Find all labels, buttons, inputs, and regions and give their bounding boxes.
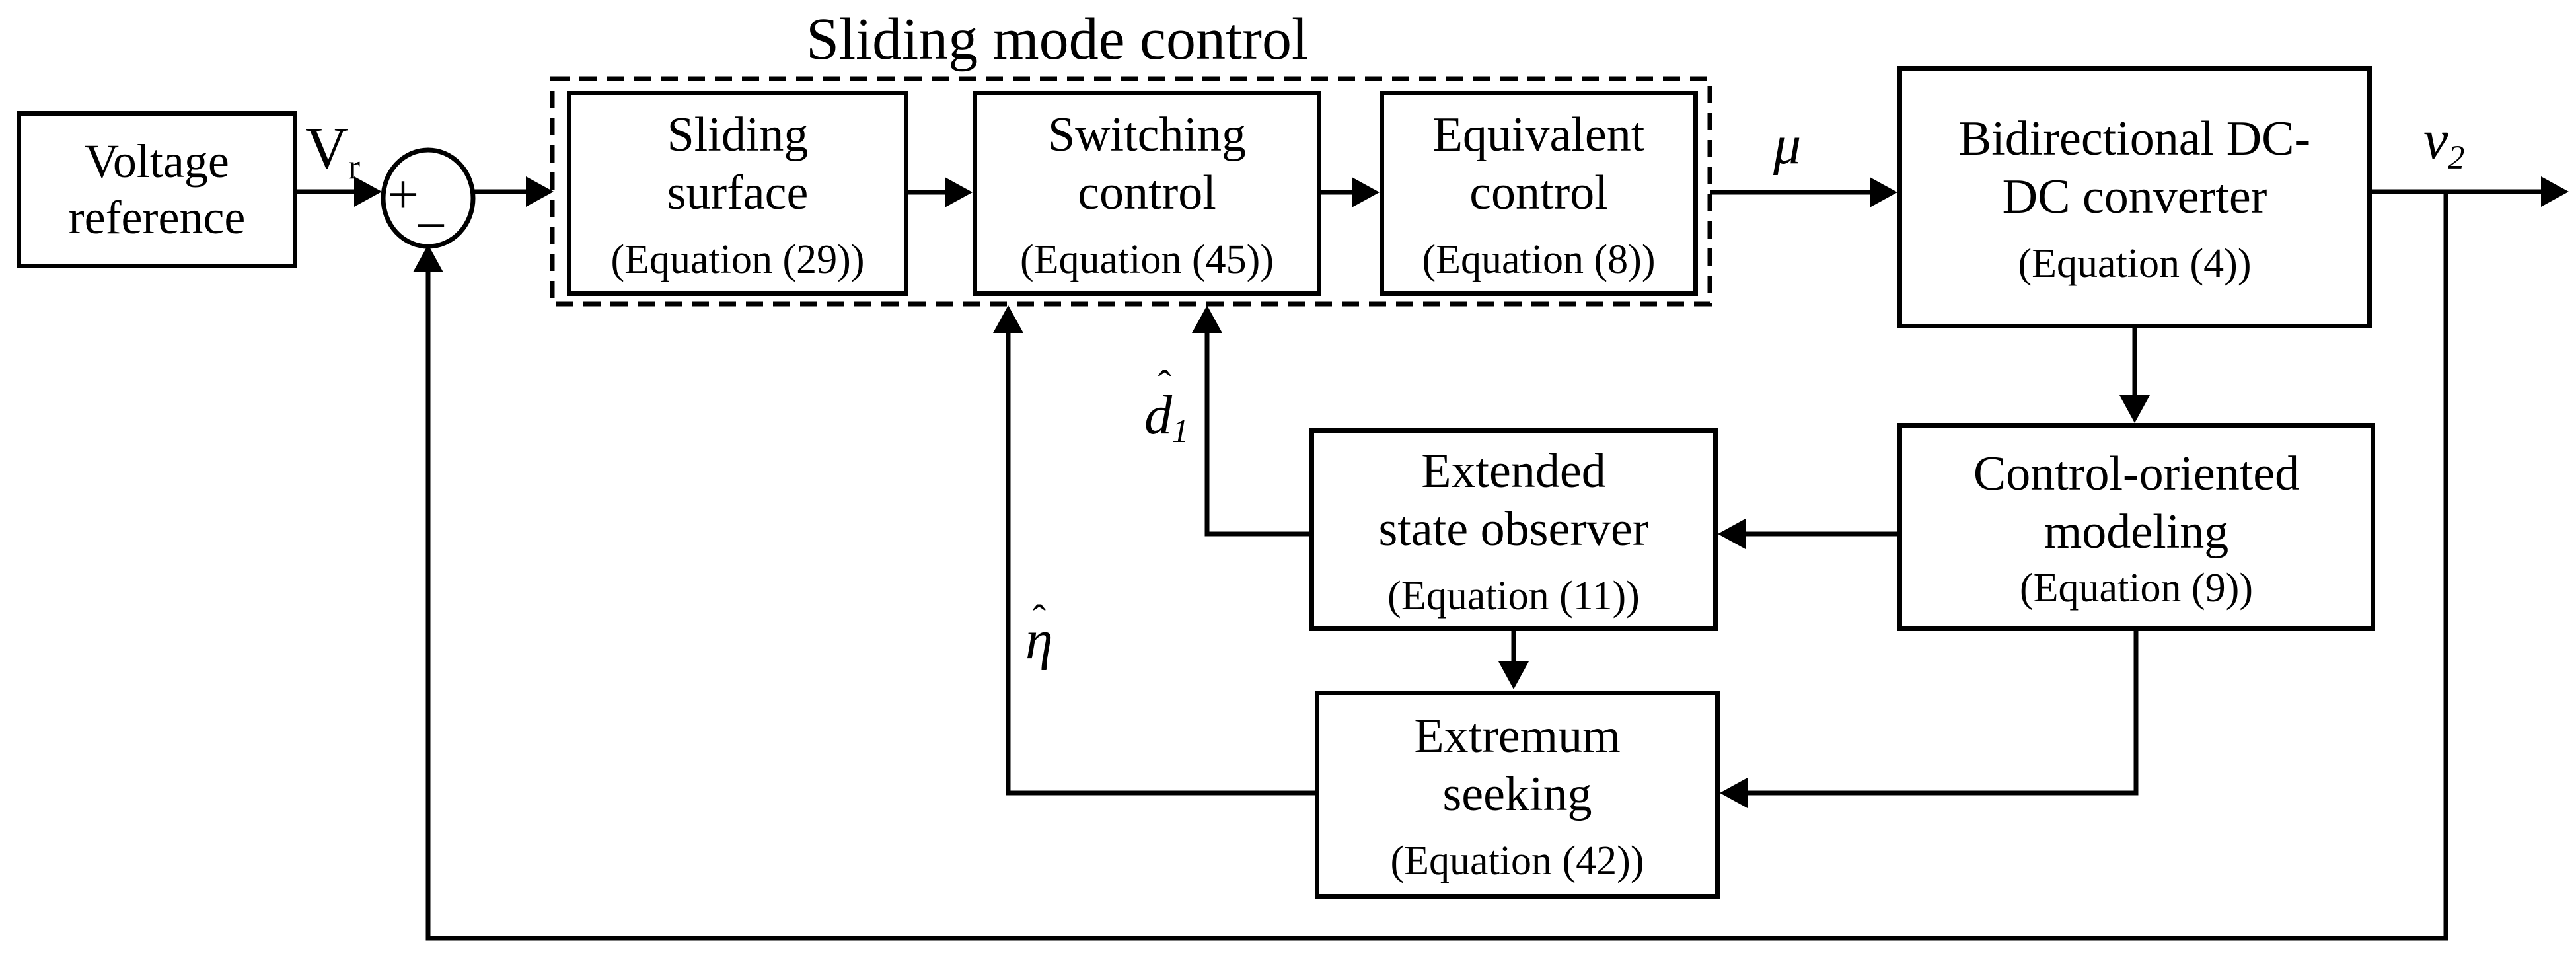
- sliding-surface-label-line2: surface: [667, 165, 809, 220]
- summing-junction-minus-sign: −: [414, 194, 447, 257]
- extremum-seeking-block: Extremum seeking (Equation (42)): [1315, 691, 1720, 899]
- converter-label-line2: DC converter: [2002, 169, 2267, 224]
- signal-label-d1-hat: ˆ d 1: [1144, 363, 1189, 447]
- modeling-label-line2: modeling: [2043, 504, 2229, 559]
- observer-equation: (Equation (11)): [1387, 573, 1640, 619]
- extremum-label-line2: seeking: [1442, 767, 1592, 821]
- v2-subscript: 2: [2448, 138, 2465, 176]
- voltage-reference-label-line2: reference: [68, 191, 246, 244]
- mu-base: μ: [1773, 114, 1802, 176]
- arrow-modeling-to-observer: [1718, 519, 1897, 549]
- equivalent-control-equation: (Equation (8)): [1422, 237, 1656, 282]
- arrow-v2-output: [2372, 176, 2569, 207]
- eta-base: η: [1025, 609, 1053, 671]
- switching-control-label-line1: Switching: [1047, 108, 1247, 163]
- equivalent-control-label-line1: Equivalent: [1432, 108, 1645, 163]
- modeling-to-extremum-wire: [1720, 631, 2139, 808]
- voltage-reference-label-line1: Voltage: [85, 135, 229, 188]
- modeling-label-line1: Control-oriented: [1973, 447, 2300, 502]
- observer-label-line1: Extended: [1421, 444, 1606, 499]
- eta-hat-accent: ˆ: [1032, 597, 1046, 642]
- summing-junction-plus-sign: +: [386, 163, 420, 226]
- extremum-equation: (Equation (42)): [1390, 838, 1644, 883]
- sliding-mode-control-title: Sliding mode control: [806, 7, 1308, 72]
- arrow-mu-to-converter: [1710, 177, 1897, 207]
- switching-control-block: Switching control (Equation (45)): [973, 91, 1321, 296]
- equivalent-control-label-line2: control: [1469, 165, 1608, 220]
- arrow-switching-to-equivalent: [1321, 177, 1380, 207]
- control-oriented-modeling-block: Control-oriented modeling (Equation (9)): [1897, 423, 2375, 631]
- etahat-wire-extremum-to-switching: [993, 305, 1315, 796]
- summing-junction-circle: [381, 147, 476, 249]
- modeling-equation: (Equation (9)): [2020, 565, 2253, 611]
- arrow-summing-junction-to-smc: [474, 176, 554, 207]
- sliding-surface-equation: (Equation (29)): [610, 237, 865, 282]
- v2-feedback-loop: [413, 192, 2448, 941]
- sliding-surface-block: Sliding surface (Equation (29)): [567, 91, 908, 296]
- arrow-vr-to-summing-junction: [297, 176, 382, 207]
- extended-state-observer-block: Extended state observer (Equation (11)): [1309, 428, 1718, 631]
- vr-base: V: [305, 116, 348, 181]
- d1-subscript: 1: [1172, 412, 1189, 450]
- signal-label-mu: μ: [1773, 118, 1801, 173]
- sliding-surface-label-line1: Sliding: [667, 108, 809, 163]
- v2-base: v: [2423, 109, 2448, 170]
- converter-label-line1: Bidirectional DC-: [1958, 112, 2311, 167]
- observer-label-line2: state observer: [1378, 502, 1649, 556]
- vr-subscript: r: [348, 147, 360, 187]
- arrow-observer-to-extremum: [1498, 631, 1529, 689]
- d1hat-wire-observer-to-switching: [1192, 305, 1309, 537]
- voltage-reference-block: Voltage reference: [17, 111, 297, 268]
- arrow-converter-to-modeling: [2119, 328, 2150, 423]
- signal-label-eta-hat: ˆ η: [1025, 599, 1053, 667]
- arrow-surface-to-switching: [908, 177, 973, 207]
- bidirectional-dcdc-converter-block: Bidirectional DC- DC converter (Equation…: [1897, 66, 2372, 328]
- d1-hat-accent: ˆ: [1158, 363, 1171, 408]
- switching-control-equation: (Equation (45)): [1020, 237, 1274, 282]
- extremum-label-line1: Extremum: [1414, 709, 1621, 764]
- sliding-mode-control-dashed-boundary: [550, 76, 1712, 307]
- switching-control-label-line2: control: [1078, 165, 1216, 220]
- equivalent-control-block: Equivalent control (Equation (8)): [1380, 91, 1698, 296]
- converter-equation: (Equation (4)): [2018, 241, 2252, 286]
- d1-base: d: [1144, 384, 1172, 446]
